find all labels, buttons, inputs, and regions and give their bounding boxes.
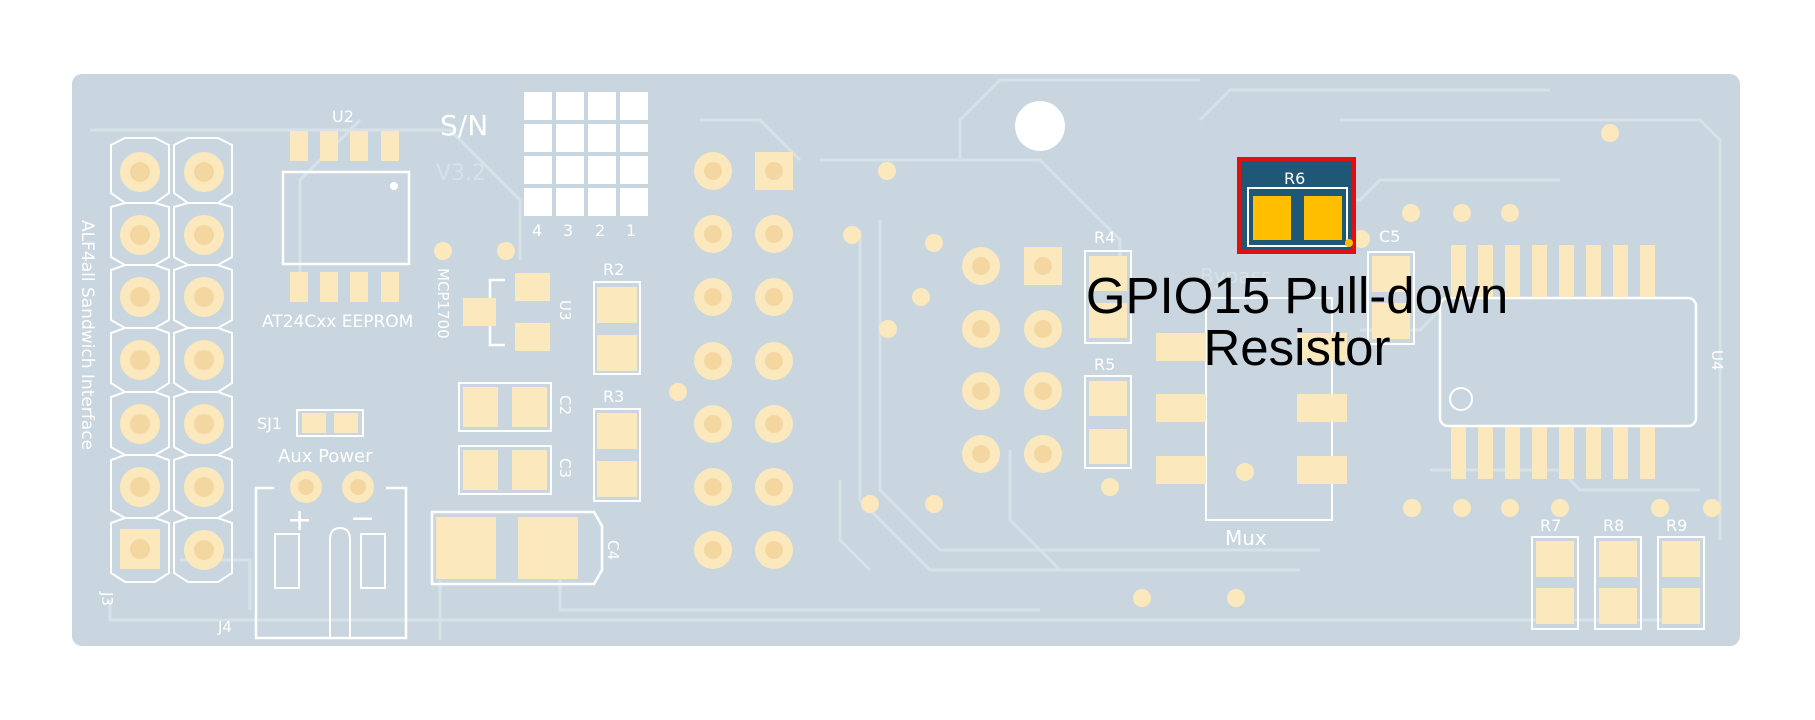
r4-label: R4 (1094, 228, 1115, 247)
j3-header (110, 137, 233, 583)
annotation-line-2: Resistor (1203, 319, 1390, 376)
c2-capacitor (458, 382, 552, 432)
j3-label: J3 (98, 591, 116, 606)
serial-number-columns: 4 3 2 1 (532, 221, 636, 240)
u3-label: U3 (556, 300, 574, 321)
mux-ic (1156, 297, 1347, 521)
serial-number-label: S/N (440, 109, 488, 142)
c3-label: C3 (556, 458, 574, 478)
sn-col-2: 2 (595, 221, 605, 240)
c4-capacitor (430, 510, 604, 586)
r6-label: R6 (1284, 169, 1305, 188)
c2-label: C2 (556, 395, 574, 415)
r3-resistor (593, 408, 641, 502)
r7-label: R7 (1540, 516, 1561, 535)
sj1-jumper (296, 409, 364, 437)
plus-label: + (287, 503, 312, 538)
u2-label: U2 (332, 107, 354, 126)
r6-pad-1 (1253, 196, 1291, 240)
j4-aux-power-connector (254, 471, 408, 640)
c5-label: C5 (1379, 227, 1400, 246)
sj1-label: SJ1 (257, 414, 282, 433)
r7-resistor (1531, 536, 1579, 630)
r4-resistor (1084, 250, 1132, 344)
c3-capacitor (458, 445, 552, 495)
mcp1700-label: MCP1700 (434, 268, 452, 339)
r9-resistor (1657, 536, 1705, 630)
version-label: V3.2 (436, 161, 486, 186)
u2-description: AT24Cxx EEPROM (262, 312, 413, 332)
u4-ic (1438, 245, 1698, 479)
minus-label: − (350, 501, 375, 536)
sn-col-3: 3 (563, 221, 573, 240)
r6-resistor-highlight[interactable] (1237, 157, 1356, 254)
mux-label: Mux (1225, 526, 1267, 550)
u2-eeprom (281, 131, 411, 302)
c4-label: C4 (604, 540, 622, 560)
u4-label: U4 (1708, 350, 1726, 371)
r8-label: R8 (1603, 516, 1624, 535)
vias (669, 124, 1721, 607)
sn-col-4: 4 (532, 221, 542, 240)
bypass-label: Bypass (1200, 264, 1271, 288)
sn-col-1: 1 (626, 221, 636, 240)
center-header (694, 152, 793, 569)
r2-resistor (593, 281, 641, 375)
aux-power-label: Aux Power (278, 446, 373, 467)
r8-resistor (1594, 536, 1642, 630)
c5-capacitor (1367, 251, 1415, 345)
r2-label: R2 (603, 260, 624, 279)
annotation-line-1: GPIO15 Pull-down (1086, 267, 1508, 324)
r5-resistor (1084, 375, 1132, 469)
mux-header (962, 247, 1062, 473)
mounting-hole (1015, 101, 1065, 151)
r9-label: R9 (1666, 516, 1687, 535)
r5-label: R5 (1094, 355, 1115, 374)
r3-label: R3 (603, 387, 624, 406)
j4-label: J4 (217, 618, 232, 636)
j3-title-label: ALF4all Sandwich Interface (77, 220, 97, 450)
r6-pad-2 (1304, 196, 1342, 240)
u3-regulator (434, 242, 550, 351)
serial-number-grid (524, 92, 648, 216)
